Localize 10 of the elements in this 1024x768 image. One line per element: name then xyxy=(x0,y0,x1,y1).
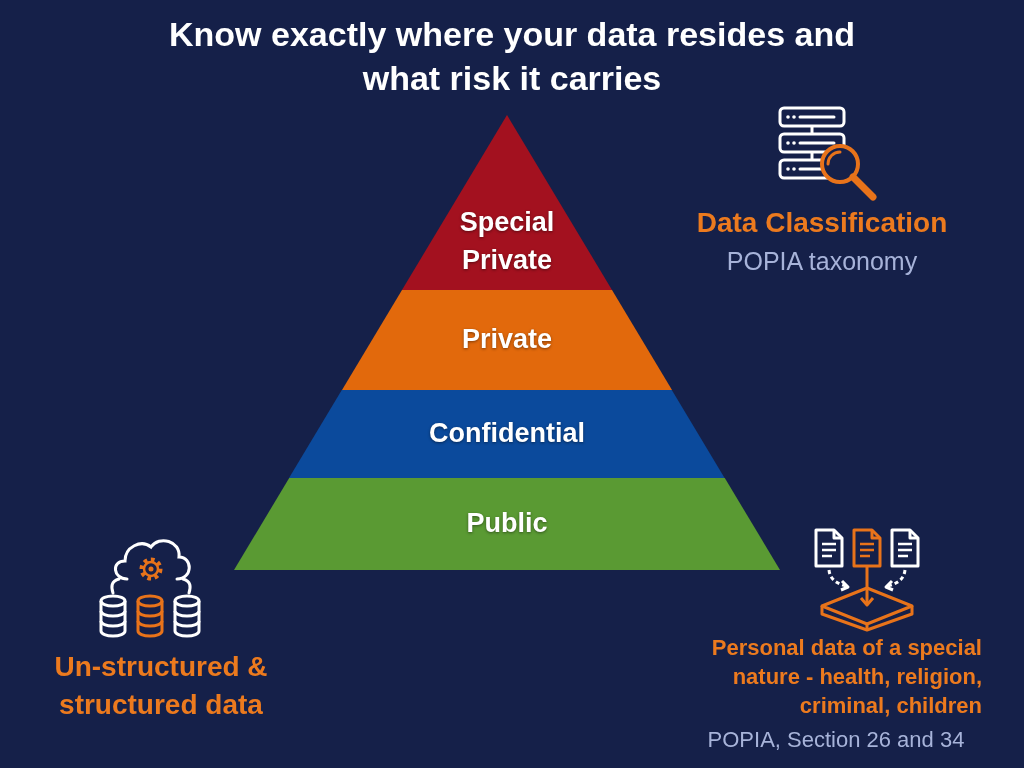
tier-label: Confidential xyxy=(429,417,585,450)
section-heading: Un-structured & structured data xyxy=(53,650,269,722)
section-subtitle: POPIA taxonomy xyxy=(726,246,918,276)
tier-label: Public xyxy=(466,507,548,540)
section-heading: Personal data of a special nature - health, religion, criminal, children xyxy=(710,634,982,720)
diagram-title: Know exactly where your data resides and what risk it carries xyxy=(168,14,856,99)
tier-label: Special Private xyxy=(458,206,556,277)
tier-label: Private xyxy=(461,323,553,356)
section-heading: Data Classification xyxy=(696,206,948,240)
section-subtitle: POPIA, Section 26 and 34 xyxy=(707,726,965,754)
